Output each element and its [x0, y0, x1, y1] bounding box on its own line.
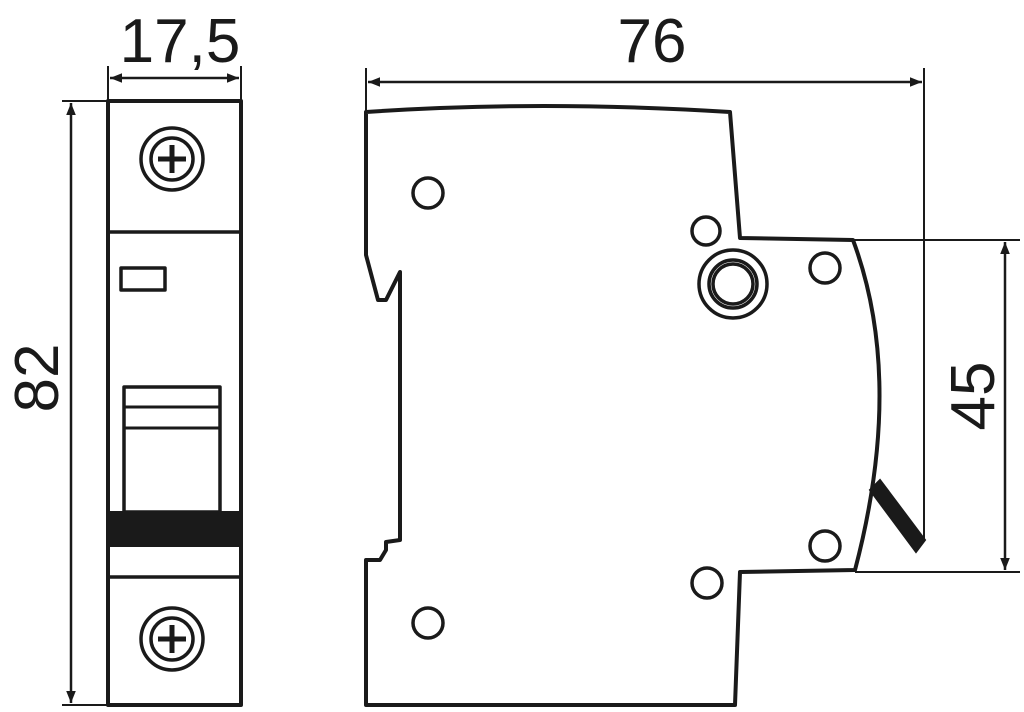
width-dimension-label: 17,5: [120, 7, 241, 76]
mounting-hole-upper-mid-icon: [690, 215, 722, 247]
depth-dimension-label: 76: [618, 7, 687, 76]
lever-pivot-icon: [697, 248, 769, 320]
mounting-hole-lower-mid-icon: [690, 566, 724, 600]
front-height-dimension-label: 45: [939, 362, 1008, 431]
side-view: 76 45: [364, 7, 1020, 707]
toggle-lever: [109, 385, 240, 547]
mounting-hole-top-left-icon: [411, 176, 445, 210]
mounting-hole-front-top-icon: [808, 251, 842, 285]
side-toggle-lever: [868, 478, 927, 554]
depth-dimension: 76: [365, 7, 925, 540]
status-indicator-window: [119, 266, 167, 292]
height-dimension-label: 82: [3, 344, 72, 413]
front-view: 17,5 82: [3, 7, 243, 707]
mounting-hole-front-bottom-icon: [808, 529, 842, 563]
bottom-terminal-screw-icon: [139, 606, 205, 672]
mounting-hole-bottom-left-icon: [411, 606, 445, 640]
width-dimension: 17,5: [107, 7, 242, 101]
top-terminal-screw-icon: [139, 126, 205, 192]
front-height-dimension: 45: [853, 239, 1020, 573]
height-dimension: 82: [3, 100, 108, 706]
